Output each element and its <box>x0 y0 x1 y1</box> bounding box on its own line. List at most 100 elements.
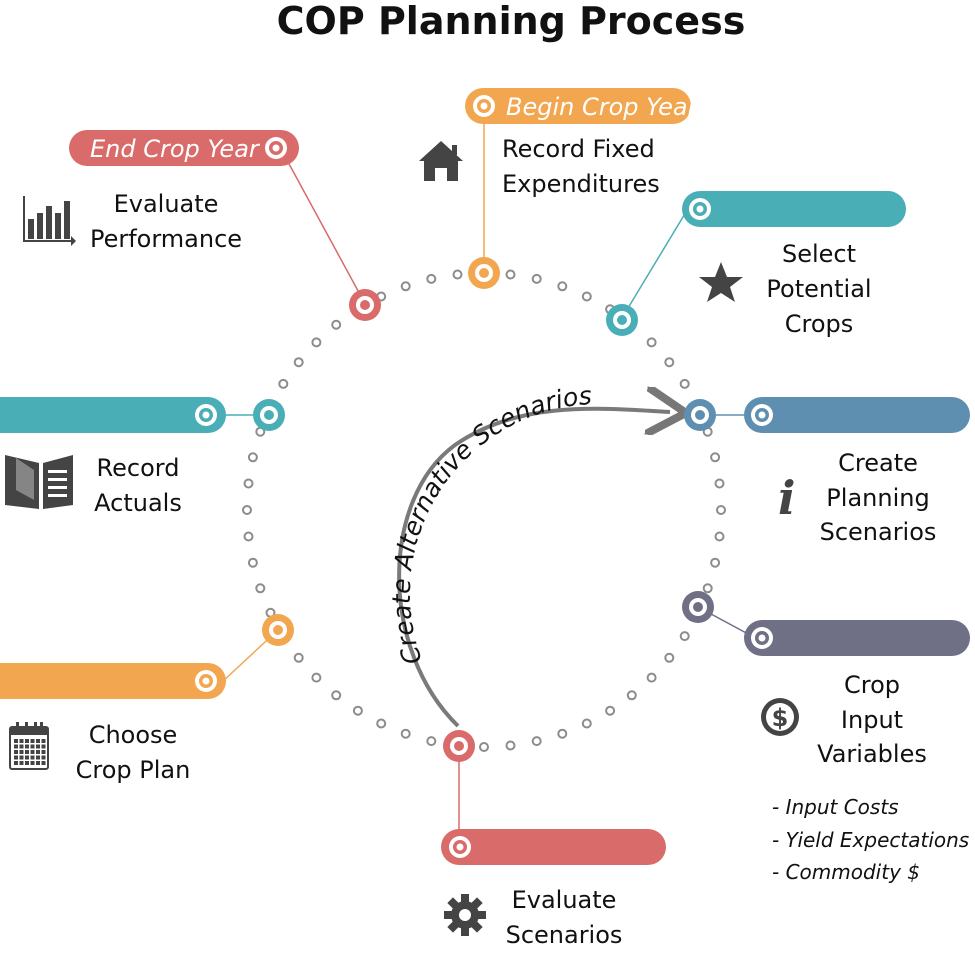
node-select <box>606 304 638 336</box>
calendar-cell <box>14 739 18 743</box>
node-begin <box>468 257 500 289</box>
ring-dot <box>557 728 568 739</box>
step-fixed-line1: Record Fixed <box>502 135 655 163</box>
step-input-line2: Input <box>841 706 903 734</box>
ring-dot <box>531 736 542 747</box>
step-actuals-line2: Actuals <box>94 489 182 517</box>
calendar-cell <box>19 755 24 760</box>
step-input-line1: Crop <box>844 671 900 699</box>
ring-dot <box>400 281 411 292</box>
calendar-cell <box>14 761 18 765</box>
info-icon: i <box>778 471 795 525</box>
dollar-icon: $ <box>761 698 799 736</box>
pill-select-crops <box>682 191 906 227</box>
ring-dot <box>311 672 322 683</box>
step-planning-line3: Scenarios <box>820 518 937 546</box>
step-input-line3: Variables <box>817 740 927 768</box>
step-choose-crop-plan: Choose Crop Plan <box>76 721 191 784</box>
ring-nodes <box>253 257 716 762</box>
step-planning-scenarios: Create Planning Scenarios <box>820 449 937 546</box>
step-evaluate-line2: Performance <box>90 225 242 253</box>
step-choose-line1: Choose <box>89 721 178 749</box>
calendar-cell <box>41 739 46 743</box>
ring-dot <box>557 281 568 292</box>
step-select-line3: Crops <box>785 310 854 338</box>
calendar-cell <box>41 744 46 749</box>
alternative-scenarios-arrow <box>397 409 670 728</box>
calendar-cell <box>25 755 29 760</box>
calendar-cell <box>19 750 24 754</box>
calendar-cell <box>36 761 40 765</box>
calendar-cell <box>19 744 24 749</box>
step-evaluate-line1: Evaluate <box>114 190 219 218</box>
pill-end-label: End Crop Year <box>90 135 261 163</box>
ring-dot <box>293 357 304 368</box>
step-scen-line1: Evaluate <box>512 886 617 914</box>
ring-dot <box>679 378 690 389</box>
pill-record-actuals <box>0 397 226 433</box>
calendar-cell <box>30 750 35 754</box>
calendar-cell <box>30 761 35 765</box>
node-scenarios <box>443 730 475 762</box>
ring-dot <box>664 652 675 663</box>
arc-label: Create Alternative Scenarios <box>387 381 593 668</box>
ring-dot <box>664 357 675 368</box>
input-notes: - Input Costs - Yield Expectations - Com… <box>772 795 969 884</box>
node-actuals <box>253 399 285 431</box>
ring-dot <box>426 736 437 747</box>
ring-dot <box>293 652 304 663</box>
calendar-cell <box>41 755 46 760</box>
gear-tooth <box>461 926 469 936</box>
ring-dot <box>352 705 363 716</box>
ring-dot <box>247 452 258 463</box>
node-planning <box>684 399 716 431</box>
ring-dot <box>242 505 252 515</box>
calendar-cell <box>19 761 24 765</box>
calendar-cell <box>14 744 18 749</box>
step-evaluate-scenarios: Evaluate Scenarios <box>506 886 623 949</box>
step-crop-input-variables: Crop Input Variables <box>817 671 927 768</box>
node-choose <box>262 614 294 646</box>
dotted-cycle-ring <box>242 268 726 752</box>
ring-dot <box>531 273 542 284</box>
step-choose-line2: Crop Plan <box>76 756 191 784</box>
calendar-cell <box>36 750 40 754</box>
step-select-line1: Select <box>782 240 856 268</box>
node-input <box>682 591 714 623</box>
step-select-crops: Select Potential Crops <box>766 240 871 338</box>
node-end <box>349 289 381 321</box>
calendar-cell <box>30 744 35 749</box>
calendar-cell <box>30 755 35 760</box>
ring-dot <box>710 452 721 463</box>
calendar-cell <box>41 761 46 765</box>
ring-dot <box>646 672 657 683</box>
ring-dot <box>605 705 616 716</box>
pill-begin-crop-year: Begin Crop Year <box>465 88 700 124</box>
note-commodity: - Commodity $ <box>772 860 920 884</box>
svg-text:i: i <box>778 471 795 525</box>
connector-lines <box>221 120 751 830</box>
calendar-cell <box>14 750 18 754</box>
ring-dot <box>452 269 463 280</box>
book-icon <box>5 455 73 509</box>
ring-dot <box>702 583 713 594</box>
calendar-cell <box>30 739 35 743</box>
calendar-cell <box>36 739 40 743</box>
arc-label-text: Create Alternative Scenarios <box>387 381 593 668</box>
connector-select <box>621 211 687 319</box>
calendar-cell <box>25 750 29 754</box>
page-title: COP Planning Process <box>277 0 746 43</box>
pill-crop-input-variables <box>744 620 970 656</box>
ring-dot <box>331 319 342 330</box>
ring-dot <box>376 718 387 729</box>
step-record-actuals: Record Actuals <box>94 454 182 517</box>
step-fixed-line2: Expenditures <box>502 170 660 198</box>
calendar-cell <box>36 755 40 760</box>
gear-icon <box>444 894 486 936</box>
ring-dot <box>505 269 516 280</box>
ring-dot <box>581 718 592 729</box>
pill-evaluate-scenarios <box>441 829 666 865</box>
calendar-cell <box>36 744 40 749</box>
calendar-cell <box>25 744 29 749</box>
ring-dot <box>479 742 489 752</box>
